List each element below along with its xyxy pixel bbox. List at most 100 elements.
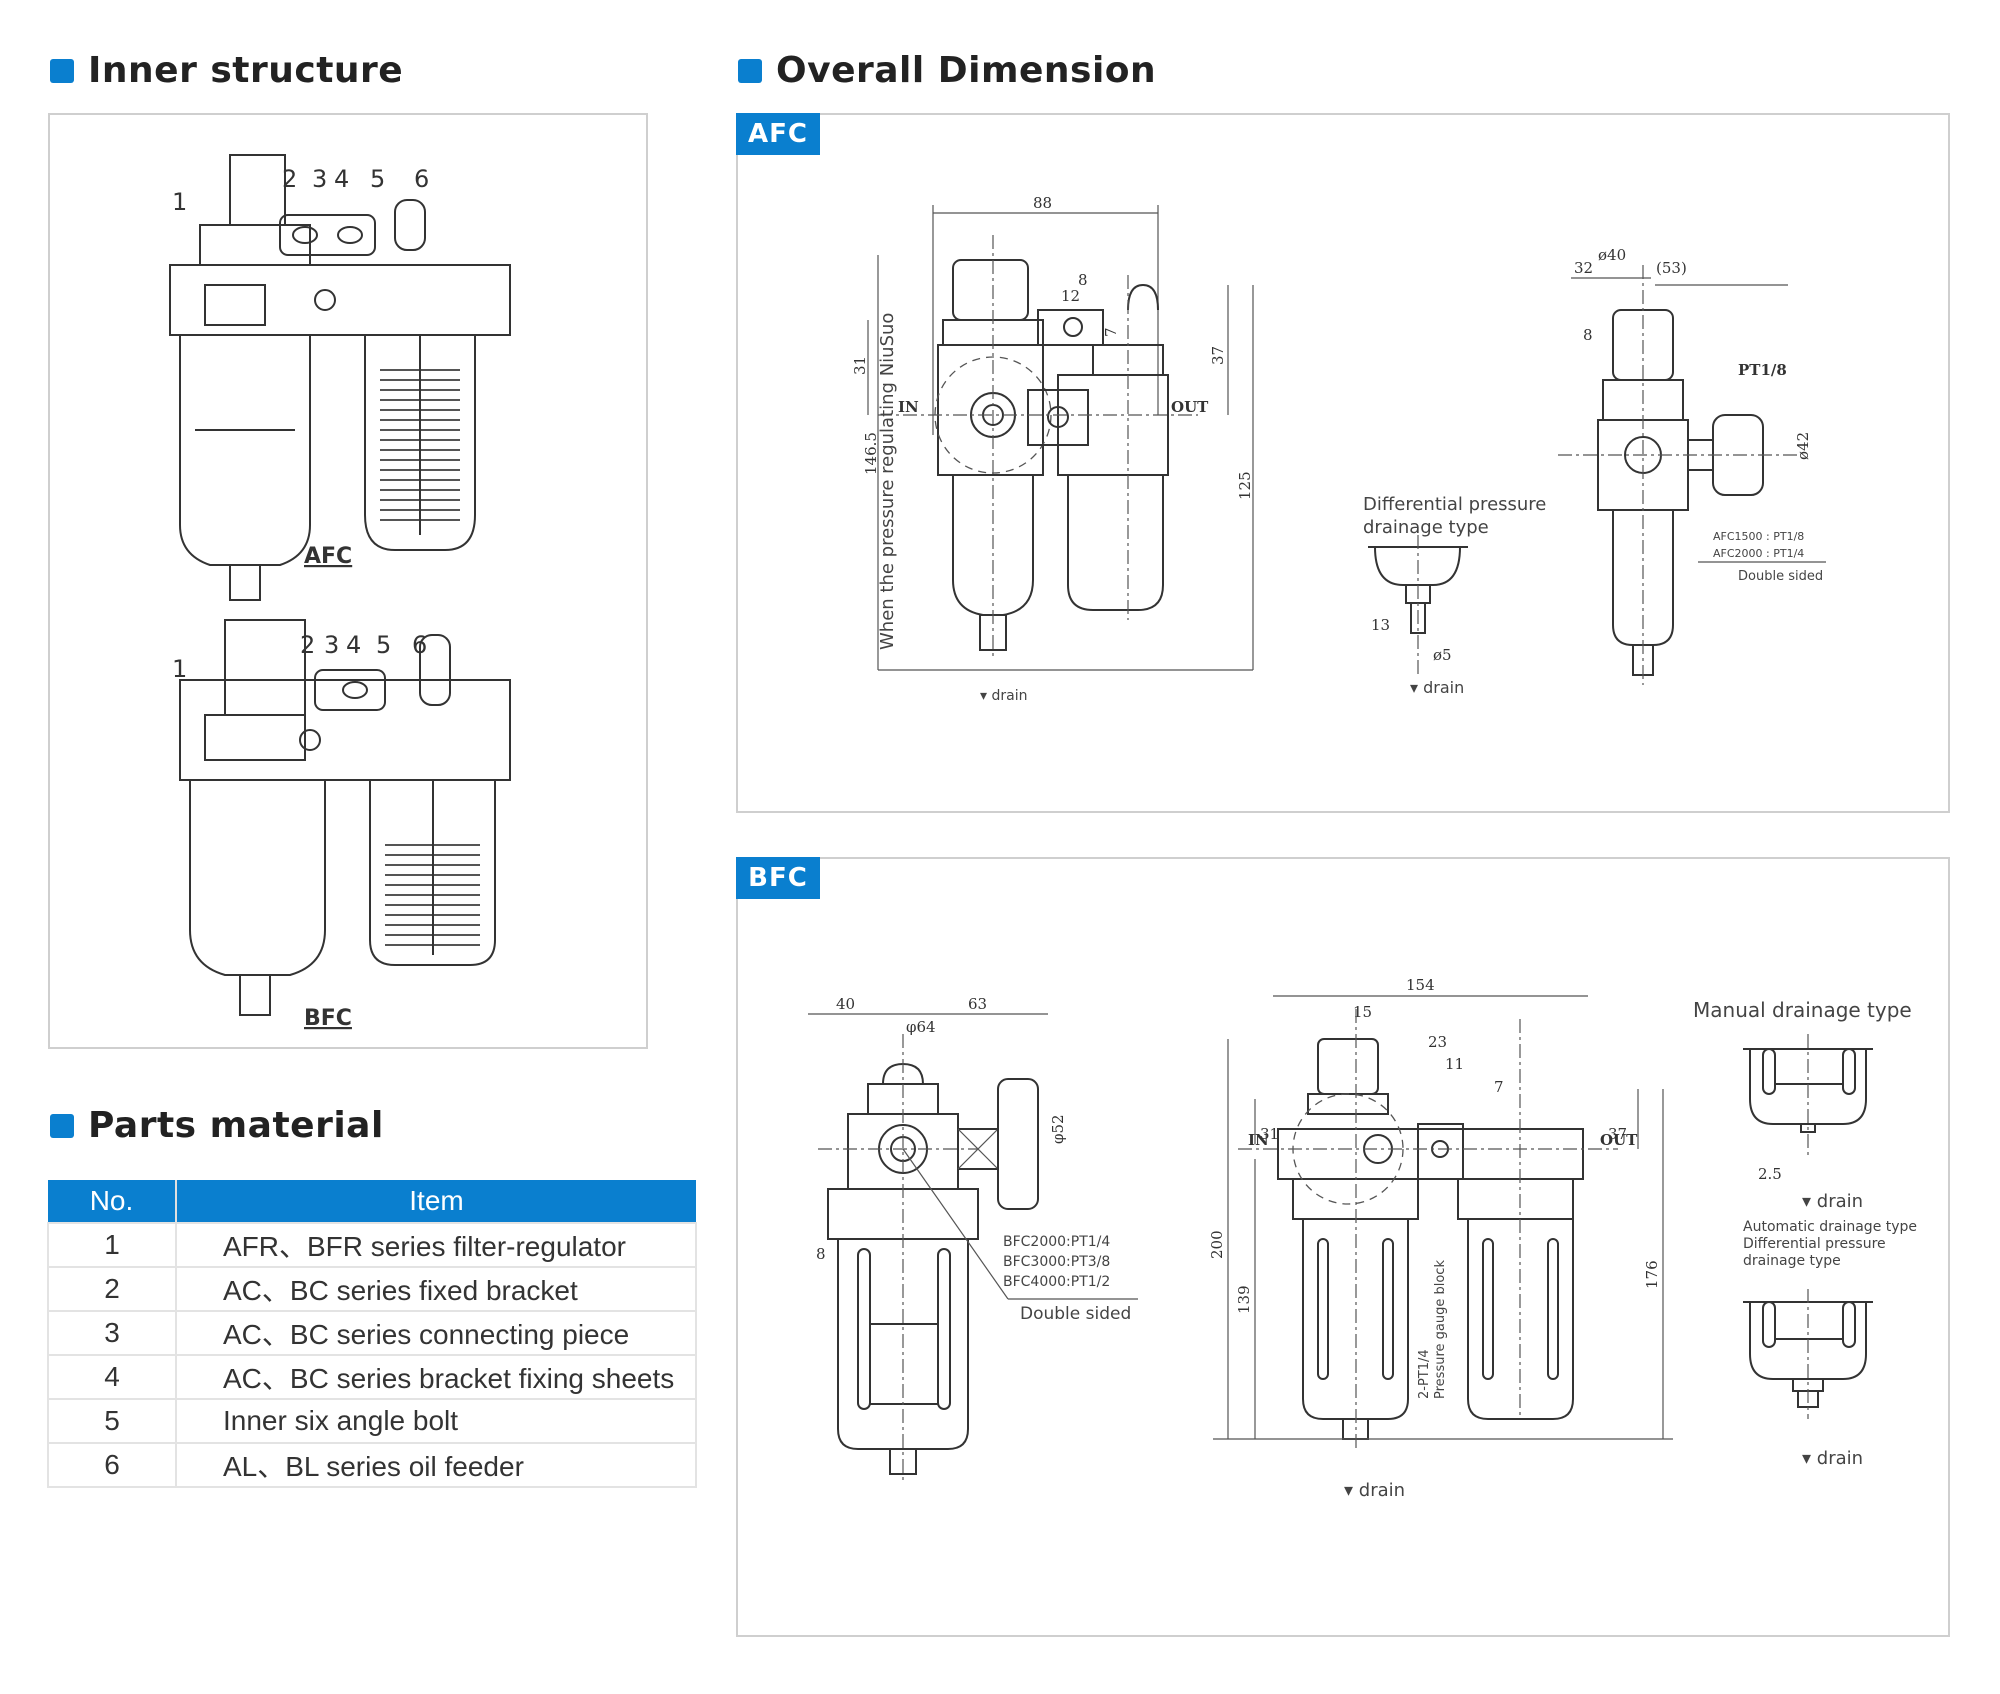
callout-6: 6 [412,631,427,659]
diff-drain-title-1: Differential pressure [1363,494,1546,515]
dim-bracket-b: 11 [1445,1055,1464,1073]
cell-no: 1 [47,1222,177,1268]
dim-total-height: 125 [1236,471,1254,500]
auto-drain-title-2: Differential pressure [1743,1236,1886,1252]
dim-manual: 2.5 [1758,1165,1782,1183]
section-title-text: Overall Dimension [776,50,1157,91]
port-note: Double sided [1738,569,1823,584]
regulating-note: When the pressure regulating NiuSuo [877,313,898,650]
afc-caption: AFC [304,544,352,569]
section-bullet-icon [50,1113,74,1138]
drain-label: ▾ drain [1410,678,1464,697]
cell-item: Inner six angle bolt [175,1398,697,1444]
cell-item: AC、BC series connecting piece [175,1310,697,1356]
port-spec-1: BFC2000:PT1/4 [1003,1234,1110,1250]
gauge-port: PT1/8 [1738,361,1787,379]
dim-bracket-c: 7 [1102,327,1120,337]
dim-knob: 15 [1353,1003,1372,1021]
bfc-dimension-panel: 40 63 φ64 φ52 8 BFC2000:PT1/4 BFC3000:PT… [736,857,1950,1637]
dim-lub-height: 37 [1608,1125,1627,1143]
dim-bracket-c: 7 [1494,1078,1504,1096]
cell-item: AC、BC series bracket fixing sheets [175,1354,697,1400]
section-title-inner-structure: Inner structure [50,50,403,91]
dim-diff-d: ø5 [1433,646,1452,664]
callout-3: 3 [324,631,339,659]
cell-no: 2 [47,1266,177,1312]
dim-port-height: 31 [851,356,869,375]
dim-40: 40 [836,995,855,1013]
afc-cutaway-drawing [169,154,511,601]
callout-4: 4 [346,631,361,659]
bfc-drainage-details: Manual drainage type 2.5 ▾ drain Automat… [1693,998,1917,1469]
manual-drain-title: Manual drainage type [1693,998,1912,1022]
port-spec-2: AFC2000 : PT1/4 [1713,547,1804,560]
callout-4: 4 [334,165,349,193]
bfc-cutaway-drawing [179,619,511,1016]
inner-structure-panel: 1 2 3 4 5 6 AFC [48,113,648,1049]
bfc-callouts: 1 2 3 4 5 6 BFC [172,631,427,1031]
afc-front-view: 88 12 8 7 IN OUT [851,194,1254,704]
dim-width: 88 [1033,194,1052,212]
afc-callouts: 1 2 3 4 5 6 AFC [172,165,429,569]
dim-63: 63 [968,995,987,1013]
cell-item: AFR、BFR series filter-regulator [175,1222,697,1268]
dim-8: 8 [816,1245,826,1263]
diff-drain-title-2: drainage type [1363,517,1489,538]
callout-5: 5 [376,631,391,659]
gauge-block-label: Pressure gauge block [1433,1260,1448,1399]
dim-lub-height: 37 [1209,346,1227,365]
section-bullet-icon [50,58,74,83]
tab-afc[interactable]: AFC [736,113,820,155]
cell-item: AC、BC series fixed bracket [175,1266,697,1312]
tab-bfc[interactable]: BFC [736,857,820,899]
in-label: IN [898,398,919,416]
afc-dimension-drawings: 88 12 8 7 IN OUT [851,194,1826,704]
port-note: Double sided [1020,1304,1131,1324]
afc-dimension-panel: 88 12 8 7 IN OUT [736,113,1950,813]
dim-bracket-b: 8 [1078,271,1088,289]
cell-no: 3 [47,1310,177,1356]
cell-no: 6 [47,1442,177,1488]
callout-6: 6 [414,165,429,193]
dim-32: 32 [1574,259,1593,277]
callout-5: 5 [370,165,385,193]
table-header-row: No. Item [48,1180,696,1223]
dim-bracket-a: 23 [1428,1033,1447,1051]
callout-2: 2 [300,631,315,659]
out-label: OUT [1600,1131,1638,1149]
cell-no: 5 [47,1398,177,1444]
gauge-spec: 2-PT1/4 [1417,1349,1432,1399]
inner-structure-drawings: 1 2 3 4 5 6 AFC [169,154,511,1031]
drain-label: ▾ drain [1802,1448,1863,1469]
bfc-dimension-drawings: 40 63 φ64 φ52 8 BFC2000:PT1/4 BFC3000:PT… [808,976,1917,1501]
dim-lub-total: 176 [1643,1260,1661,1289]
bfc-side-view: 40 63 φ64 φ52 8 BFC2000:PT1/4 BFC3000:PT… [808,995,1138,1484]
dim-regulating-height: 146.5 [862,432,880,475]
drain-label: ▾ drain [1802,1191,1863,1212]
cell-item: AL、BL series oil feeder [175,1442,697,1488]
bfc-caption: BFC [304,1006,352,1031]
afc-side-view: ø40 32 (53) 8 PT1/8 ø42 AFC1500 : PT1/8 … [1558,246,1826,685]
dim-d52: φ52 [1049,1114,1067,1144]
drain-label: ▾ drain [980,688,1027,704]
dim-total-height: 200 [1208,1230,1226,1259]
dim-d42: ø42 [1794,432,1812,460]
callout-1: 1 [172,188,187,216]
afc-differential-drain-detail: Differential pressure drainage type 13 ø… [1363,494,1546,697]
section-bullet-icon [738,58,762,83]
auto-drain-title-1: Automatic drainage type [1743,1219,1917,1235]
in-label: IN [1248,1131,1269,1149]
callout-3: 3 [312,165,327,193]
port-spec-1: AFC1500 : PT1/8 [1713,530,1804,543]
dim-8: 8 [1583,326,1593,344]
dim-lower-height: 139 [1235,1285,1253,1314]
section-title-text: Inner structure [88,50,404,91]
section-title-parts-material: Parts material [50,1105,384,1146]
dim-port-height: 31 [1260,1125,1279,1143]
